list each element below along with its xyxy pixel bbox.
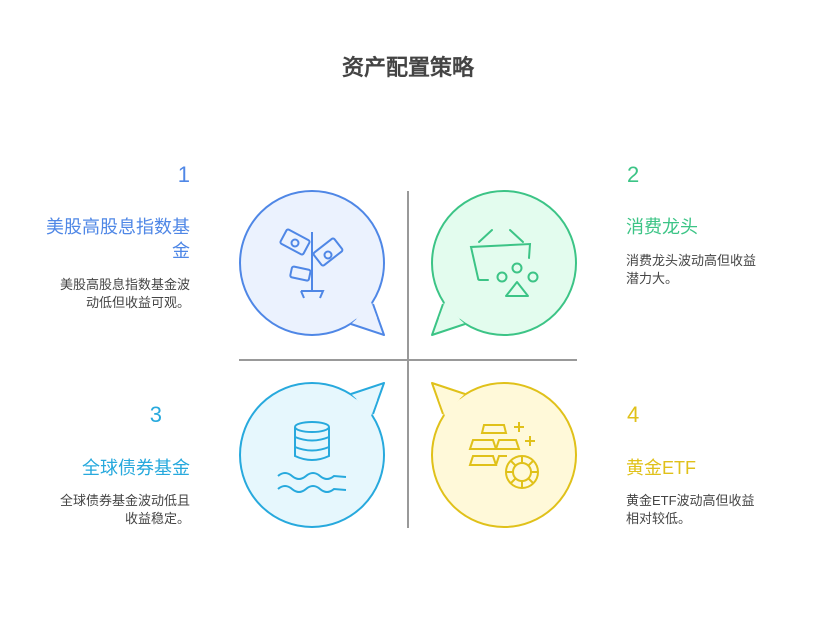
shopping-basket-icon — [469, 229, 539, 297]
item-1-number: 1 — [177, 162, 190, 187]
bubble-3 — [239, 382, 385, 528]
item-4-description: 黄金ETF波动高但收益相对较低。 — [626, 493, 755, 526]
item-4-number: 4 — [627, 402, 640, 427]
item-3-description: 全球债券基金波动低且收益稳定。 — [59, 493, 190, 526]
item-4-heading: 黄金ETF — [626, 458, 696, 478]
item-2-heading: 消费龙头 — [626, 217, 698, 237]
database-waves-icon — [277, 421, 347, 493]
money-plant-icon — [279, 228, 344, 299]
item-3-number: 3 — [149, 402, 162, 427]
gold-bars-coin-icon — [468, 422, 539, 489]
item-1-description: 美股高股息指数基金波动低但收益可观。 — [59, 277, 190, 310]
bubble-2 — [431, 190, 577, 336]
item-1-heading: 美股高股息指数基金 — [46, 217, 190, 261]
item-2-description: 消费龙头波动高但收益潜力大。 — [626, 253, 757, 286]
item-3-heading: 全球债券基金 — [82, 458, 190, 478]
item-2-number: 2 — [627, 162, 640, 187]
diagram-title: 资产配置策略 — [341, 55, 474, 80]
